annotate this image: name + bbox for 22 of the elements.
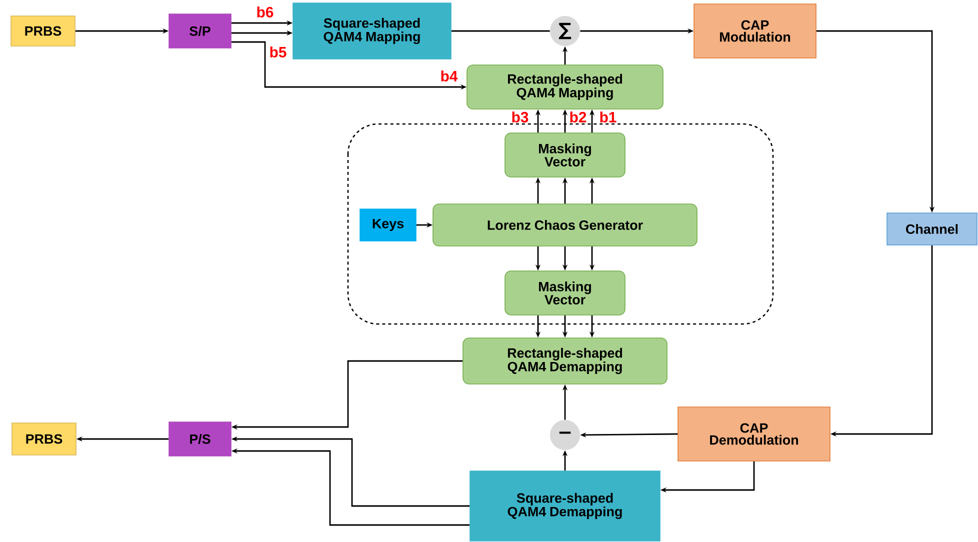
demapping-box: Rectangle-shaped QAM4 Demapping	[462, 338, 668, 384]
generator-box: Lorenz Chaos Generator	[432, 204, 698, 246]
bit-label: b1	[600, 112, 616, 122]
channel-box: Channel	[886, 212, 978, 246]
sequence-box: PRBS	[10, 16, 76, 46]
bit-label: b6	[257, 6, 274, 18]
mapping-box: Rectangle-shaped QAM4 Mapping	[466, 64, 664, 110]
sequence-box: PRBS	[12, 422, 76, 456]
masking-box: Masking Vector	[504, 132, 626, 178]
bit-label: b4	[441, 70, 458, 82]
key-box: Keys	[360, 208, 416, 242]
bit-label: b2	[570, 112, 586, 122]
converter-box: S/P	[168, 14, 232, 48]
bit-label: b3	[512, 112, 528, 122]
converter-box: P/S	[168, 422, 232, 456]
demodulation-box: CAP Demodulation	[678, 406, 830, 462]
masking-box: Masking Vector	[504, 270, 626, 316]
bit-label: b5	[270, 46, 286, 58]
connector-line	[451, 30, 550, 32]
demapping-box: Square-shaped QAM4 Demapping	[470, 470, 660, 542]
modulation-box: CAP Modulation	[694, 4, 816, 58]
mapping-box: Square-shaped QAM4 Mapping	[292, 2, 452, 60]
